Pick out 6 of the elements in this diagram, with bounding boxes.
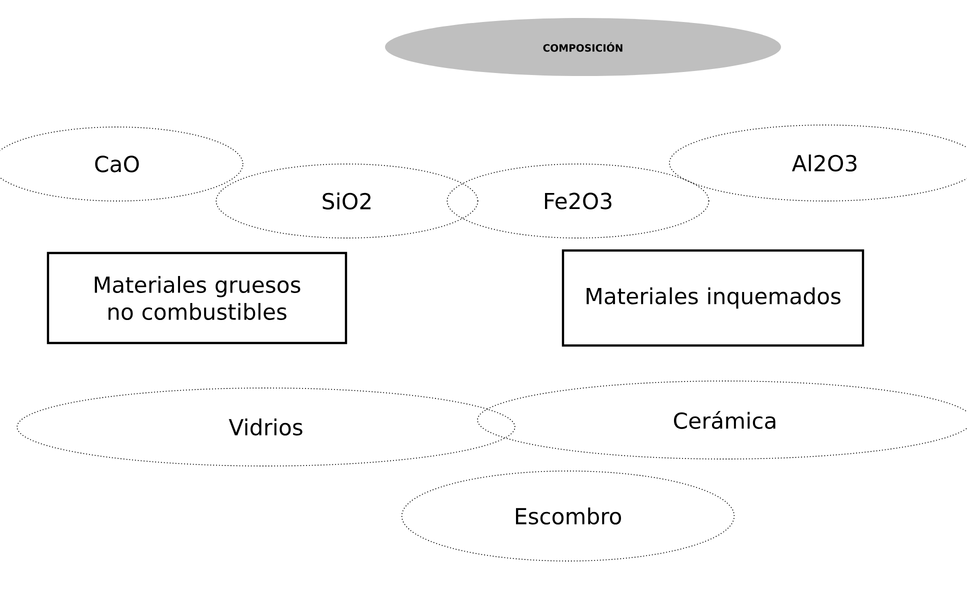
oval: SiO2 bbox=[216, 164, 478, 238]
oval: Fe2O3 bbox=[446, 164, 710, 238]
text-box: Materiales gruesos no combustibles bbox=[46, 252, 348, 344]
text-box: Materiales inquemados bbox=[562, 249, 864, 347]
oval: Escombro bbox=[401, 470, 735, 562]
oval: Vidrios bbox=[16, 388, 516, 466]
